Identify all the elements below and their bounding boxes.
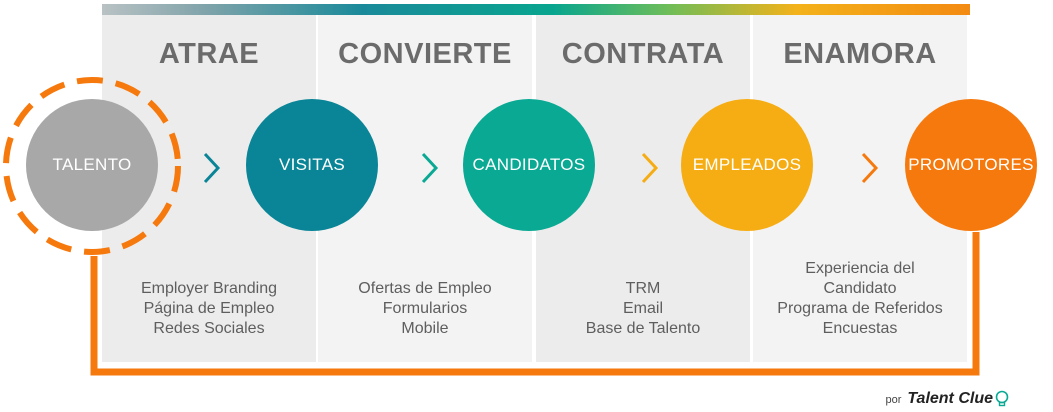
stage-item: Employer Branding [140, 280, 278, 297]
chevron-right-icon [203, 152, 221, 184]
stage-item: Base de Talento [585, 320, 701, 337]
stage-item: Encuestas [822, 320, 898, 337]
stage-title-enamora: ENAMORA [783, 38, 937, 70]
chevron-right-icon [421, 152, 439, 184]
stage-items-convierte: Ofertas de Empleo Formularios Mobile [318, 279, 532, 339]
node-promotores: PROMOTORES [905, 99, 1037, 231]
node-empleados: EMPLEADOS [681, 99, 813, 231]
stage-item: Ofertas de Empleo [358, 280, 492, 297]
chevron-right-icon [641, 152, 659, 184]
node-talento: TALENTO [26, 99, 158, 231]
node-talento-label: TALENTO [52, 155, 132, 174]
node-visitas: VISITAS [246, 99, 378, 231]
brand-logo-text: Talent Clue [907, 390, 993, 407]
talento-dashed-ring [3, 77, 181, 255]
lightbulb-icon [995, 390, 1009, 407]
loop-line [90, 232, 980, 376]
stage-title-contrata: CONTRATA [561, 38, 725, 70]
stage-items-atrae: Employer Branding Página de Empleo Redes… [102, 279, 316, 339]
stage-item: Candidato [823, 280, 897, 297]
stage-title-atrae: ATRAE [158, 38, 260, 70]
node-empleados-label: EMPLEADOS [692, 155, 802, 174]
credit-prefix: por [885, 394, 902, 406]
stage-item: Página de Empleo [143, 300, 275, 317]
stage-item: Formularios [382, 300, 468, 317]
credit-line: por Talent Clue [885, 390, 993, 408]
stage-item: Experiencia del [805, 260, 915, 277]
stage-item: Mobile [401, 320, 449, 337]
node-candidatos-label: CANDIDATOS [472, 155, 586, 174]
stage-item: TRM [625, 280, 661, 297]
stage-item: Email [622, 300, 663, 317]
stage-items-contrata: TRM Email Base de Talento [536, 279, 750, 339]
stage-item: Programa de Referidos [777, 300, 943, 317]
node-promotores-label: PROMOTORES [908, 155, 1034, 174]
stage-items-enamora: Experiencia del Candidato Programa de Re… [753, 259, 967, 339]
chevron-right-icon [861, 152, 879, 184]
stage-title-convierte: CONVIERTE [338, 38, 512, 70]
node-candidatos: CANDIDATOS [463, 99, 595, 231]
stage-item: Redes Sociales [153, 320, 265, 337]
gradient-top-bar [102, 4, 970, 15]
node-visitas-label: VISITAS [278, 155, 346, 174]
